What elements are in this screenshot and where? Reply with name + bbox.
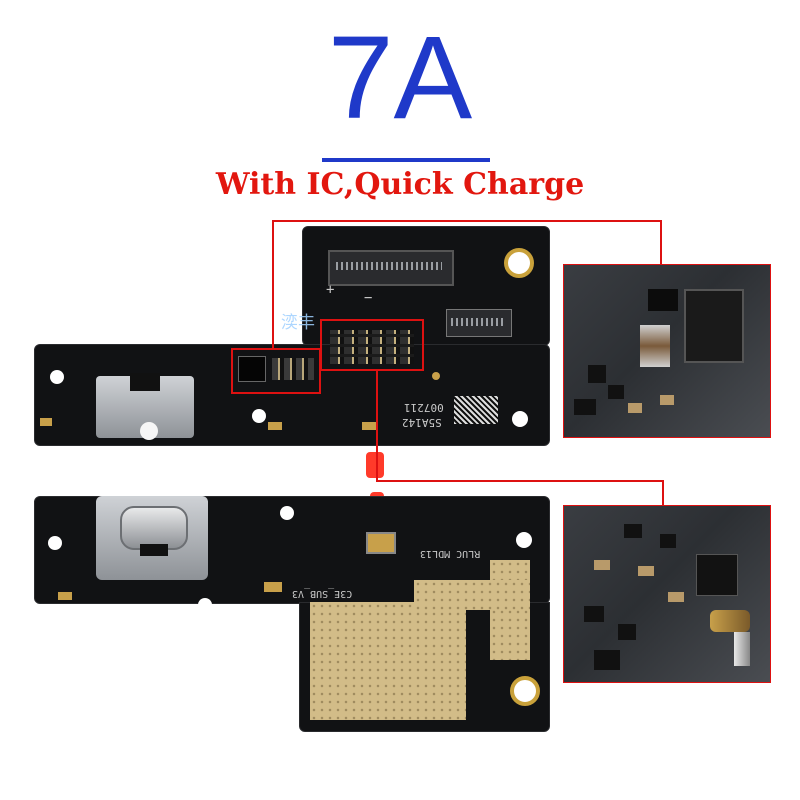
smd-chip xyxy=(618,624,636,640)
callout-line xyxy=(272,220,662,222)
model-title: 7A xyxy=(327,12,473,144)
ic-highlight-box-left xyxy=(231,348,321,394)
mounting-hole xyxy=(512,411,528,427)
smd-chip xyxy=(574,399,596,415)
board-code: 007211 xyxy=(404,401,444,414)
contact-pad xyxy=(432,372,440,380)
contact-pad xyxy=(40,418,52,426)
mounting-hole xyxy=(516,532,532,548)
silver-spring xyxy=(734,632,750,666)
title-underline xyxy=(322,158,490,162)
minus-marker: − xyxy=(364,290,373,306)
callout-line xyxy=(376,480,664,482)
mounting-hole xyxy=(50,370,64,384)
charging-ic-chip xyxy=(238,356,266,382)
contact-pad xyxy=(58,592,72,600)
mounting-hole xyxy=(252,409,266,423)
callout-line xyxy=(272,220,274,350)
gold-spring-contact xyxy=(710,610,750,632)
contact-pad xyxy=(264,582,282,592)
fpc-connector xyxy=(328,250,454,286)
ic-chip xyxy=(648,289,678,311)
qr-code xyxy=(454,396,498,424)
mounting-hole xyxy=(510,676,540,706)
watermark: 湙丰 xyxy=(281,313,315,333)
plus-marker: + xyxy=(326,282,335,298)
inductor xyxy=(640,325,670,367)
usb-c-port xyxy=(120,506,188,550)
callout-line xyxy=(660,220,662,266)
top-charging-board: + − S5A142 007211 xyxy=(34,226,550,451)
contact-pad xyxy=(362,422,376,430)
board-label: C3E_SUB_V3 xyxy=(292,588,353,599)
small-connector xyxy=(446,309,512,337)
capacitor xyxy=(628,403,642,413)
mounting-hole xyxy=(280,506,294,520)
contact-pad xyxy=(268,422,282,430)
usb-c-port-bridge xyxy=(140,544,168,556)
gold-shield-plate xyxy=(310,602,466,720)
board-label: RLUC MDL13 xyxy=(420,548,481,559)
mounting-hole xyxy=(504,248,534,278)
zoom-detail-upper xyxy=(563,264,771,438)
orange-probe-top xyxy=(366,452,384,478)
smd-chip xyxy=(588,365,606,383)
smd-chip xyxy=(584,606,604,622)
feature-subtitle: With IC,Quick Charge xyxy=(215,167,585,202)
bottom-sub-board: C3E_SUB_V3 RLUC MDL13 xyxy=(34,496,550,732)
smd-chip xyxy=(660,534,676,548)
smd-components xyxy=(272,358,314,380)
gold-shield-plate-mid xyxy=(414,580,530,610)
charging-port-bridge xyxy=(130,373,160,391)
gold-shield-plate-upper xyxy=(490,560,530,660)
capacitor xyxy=(638,566,654,576)
capacitor xyxy=(668,592,684,602)
board-code: S5A142 xyxy=(402,416,442,429)
callout-line xyxy=(662,480,664,506)
smd-chip xyxy=(594,650,620,670)
port-white-pad xyxy=(140,422,158,440)
capacitor xyxy=(660,395,674,405)
smd-chip xyxy=(624,524,642,538)
mounting-hole xyxy=(48,536,62,550)
ic-chip xyxy=(696,554,738,596)
smd-chip xyxy=(608,385,624,399)
ic-chip xyxy=(684,289,744,363)
callout-line xyxy=(376,370,378,480)
microphone-component xyxy=(366,532,396,554)
mounting-hole xyxy=(198,598,212,612)
smd-component-array xyxy=(330,330,414,364)
ic-highlight-box-right xyxy=(320,319,424,371)
zoom-detail-lower xyxy=(563,505,771,683)
capacitor xyxy=(594,560,610,570)
